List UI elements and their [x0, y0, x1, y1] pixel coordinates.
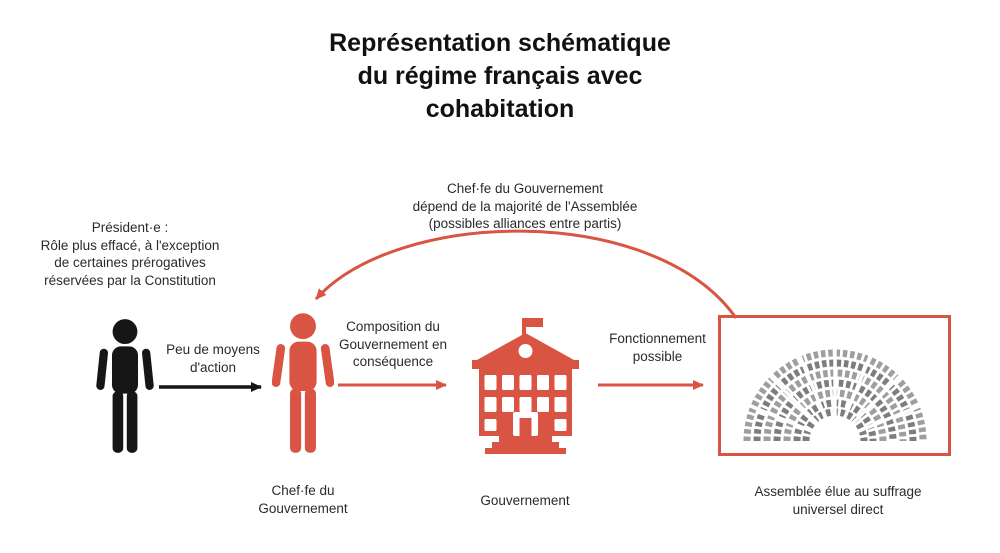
assembly-box	[718, 315, 951, 456]
head-of-government-icon	[272, 313, 334, 453]
assembly-caption: Assemblée élue au suffrage universel dir…	[754, 484, 922, 517]
label-head-to-government: Composition du Gouvernement en conséquen…	[338, 319, 448, 370]
hemicycle-icon	[743, 344, 926, 442]
label-assembly-to-head: Chef·fe du Gouvernement dépend de la maj…	[412, 181, 638, 232]
president-icon	[96, 319, 154, 453]
government-caption: Gouvernement	[480, 493, 570, 508]
label-president-to-head: Peu de moyens d'action	[166, 342, 260, 375]
diagram-title: Représentation schématique du régime fra…	[329, 29, 671, 123]
president-note: Président·e : Rôle plus effacé, à l'exce…	[40, 220, 220, 288]
government-building-icon	[472, 318, 579, 454]
arrow-assembly-to-head	[314, 229, 738, 319]
head-of-government-caption: Chef·fe du Gouvernement	[258, 483, 348, 516]
label-government-to-assembly: Fonctionnement possible	[609, 331, 706, 364]
